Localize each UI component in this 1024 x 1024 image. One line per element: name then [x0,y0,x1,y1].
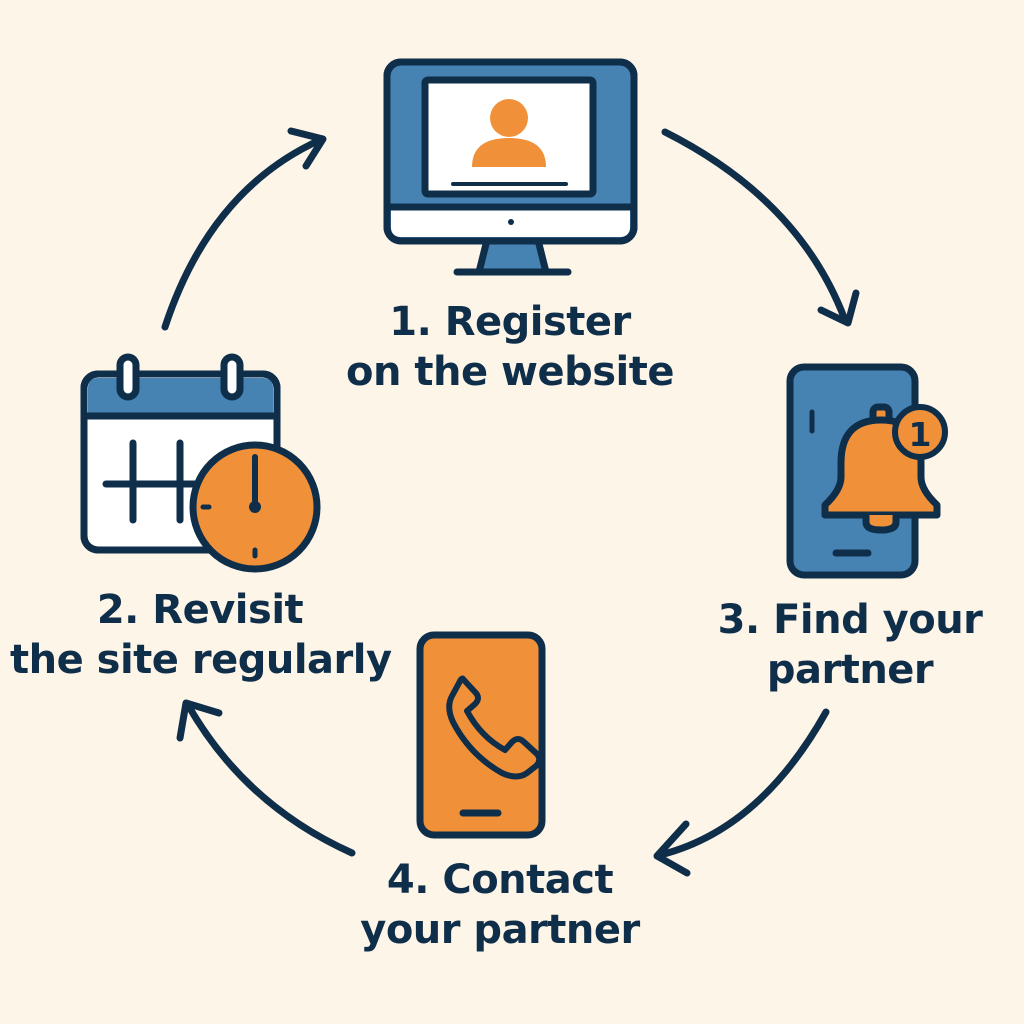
cycle-arrows [161,127,860,877]
computer-monitor-profile-icon [383,58,638,276]
notification-badge-count: 1 [909,415,932,454]
step-2-label: 2. Revisit the site regularly [10,585,392,685]
arrow-step3-to-step4 [653,708,830,877]
step-3-label: 3. Find your partner [690,595,1010,695]
phone-call-icon [416,631,546,839]
step-1-label-line-1: 1. Register [389,299,631,345]
step-1-label-line-2: on the website [345,349,675,395]
step-3-label-line-1: 3. Find your [717,597,983,643]
step-3-label-line-2: partner [766,647,934,693]
step-2-label-line-2: the site regularly [10,637,392,683]
phone-notification-bell-icon [786,363,948,579]
step-4-label: 4. Contact your partner [300,855,700,955]
arrow-step2-to-step1 [161,127,327,331]
calendar-clock-icon [80,353,321,573]
step-4-label-line-1: 4. Contact [386,857,614,903]
arrow-step4-to-step2 [176,699,356,857]
step-2-label-line-1: 2. Revisit [96,587,304,633]
arrow-step1-to-step3 [661,128,860,327]
step-1-label: 1. Register on the website [300,297,720,397]
step-4-label-line-2: your partner [360,907,640,953]
